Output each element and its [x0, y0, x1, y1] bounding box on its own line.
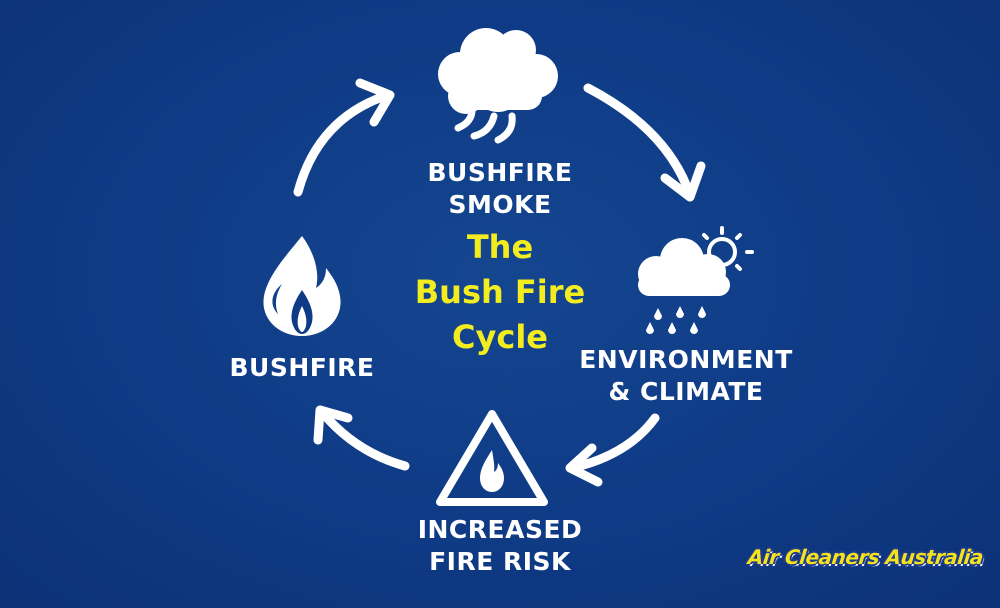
arrowhead-climate-to-risk — [565, 443, 603, 487]
node-climate-line-2: & CLIMATE — [608, 377, 764, 406]
arrowhead-smoke-to-climate — [660, 161, 706, 202]
node-risk-line-2: FIRE RISK — [429, 547, 571, 576]
center-title-line-3: Cycle — [452, 318, 548, 356]
node-climate-line-1: ENVIRONMENT — [579, 345, 793, 374]
center-title-line-2: Bush Fire — [414, 273, 586, 311]
rain-cloud-sun-icon — [638, 226, 754, 334]
node-smoke-line-2: SMOKE — [448, 190, 552, 219]
node-smoke-line-1: BUSHFIRE — [427, 158, 573, 187]
node-bushfire-line-1: BUSHFIRE — [229, 353, 375, 382]
arrow-smoke-to-climate — [583, 83, 695, 200]
node-label-climate: ENVIRONMENT & CLIMATE — [570, 344, 802, 408]
arrowhead-bushfire-to-smoke — [355, 78, 395, 127]
arrow-climate-to-risk — [567, 413, 660, 473]
center-title-line-1: The — [466, 228, 534, 266]
node-label-smoke: BUSHFIRE SMOKE — [390, 157, 610, 221]
node-label-bushfire: BUSHFIRE — [212, 352, 392, 384]
node-label-risk: INCREASED FIRE RISK — [380, 514, 620, 578]
arrow-bushfire-to-smoke — [293, 90, 393, 197]
fire-warning-icon — [436, 410, 548, 506]
arrow-risk-to-bushfire — [317, 407, 410, 471]
brand-logo: Air Cleaners Australia — [746, 545, 985, 569]
smoke-cloud-icon — [438, 28, 558, 144]
flame-icon — [263, 236, 341, 336]
node-risk-line-1: INCREASED — [417, 515, 583, 544]
arrowhead-risk-to-bushfire — [313, 405, 353, 445]
center-title: The Bush Fire Cycle — [360, 225, 640, 360]
